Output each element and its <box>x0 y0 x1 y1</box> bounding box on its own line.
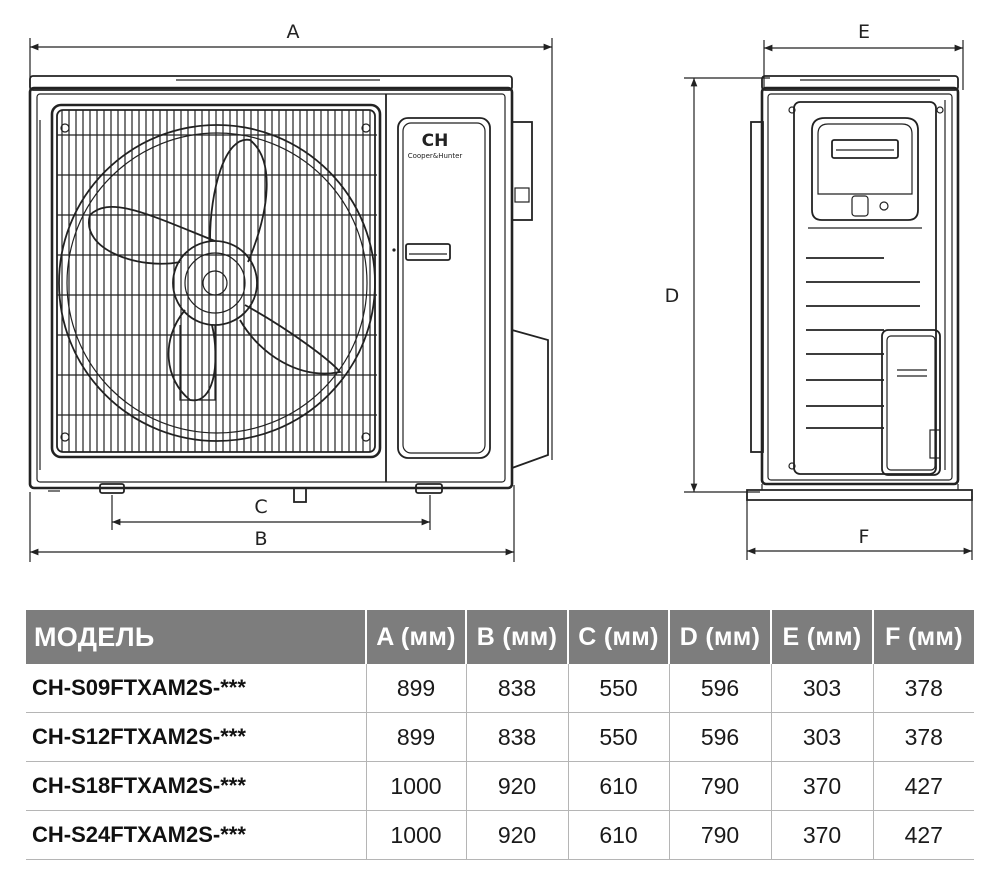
header-d: D (мм) <box>669 610 772 664</box>
cell-d: 790 <box>669 810 772 860</box>
cell-f: 378 <box>873 664 974 713</box>
cell-a: 1000 <box>366 810 467 860</box>
cell-c: 610 <box>568 810 670 860</box>
dimension-a: A <box>29 21 553 460</box>
dimensions-table: МОДЕЛЬ A (мм) B (мм) C (мм) D (мм) E (мм… <box>26 610 974 860</box>
table-row: CH-S18FTXAM2S-*** 1000 920 610 790 370 4… <box>26 761 974 811</box>
table-row: CH-S09FTXAM2S-*** 899 838 550 596 303 37… <box>26 664 974 713</box>
cell-f: 378 <box>873 712 974 762</box>
cell-f: 427 <box>873 761 974 811</box>
cell-f: 427 <box>873 810 974 860</box>
dimension-c: C <box>111 495 431 530</box>
cell-e: 303 <box>771 664 874 713</box>
cell-b: 838 <box>466 664 569 713</box>
side-view <box>746 75 973 501</box>
header-f: F (мм) <box>873 610 974 664</box>
outdoor-unit-dimension-drawing: A C B <box>28 21 973 562</box>
dimension-label-e: E <box>858 21 870 43</box>
dimension-label-d: D <box>665 285 680 307</box>
cell-e: 303 <box>771 712 874 762</box>
cell-e: 370 <box>771 761 874 811</box>
dimension-b: B <box>29 485 515 562</box>
model-cell: CH-S09FTXAM2S-*** <box>26 664 367 713</box>
fan-grille <box>57 110 377 452</box>
logo-initials: CH <box>422 131 449 151</box>
cell-d: 596 <box>669 664 772 713</box>
header-e: E (мм) <box>771 610 874 664</box>
model-cell: CH-S24FTXAM2S-*** <box>26 810 367 860</box>
dimension-label-c: C <box>254 496 267 518</box>
model-cell: CH-S18FTXAM2S-*** <box>26 761 367 811</box>
dimension-f: F <box>746 496 973 560</box>
cooper-hunter-logo: CH Cooper&Hunter <box>408 131 463 160</box>
model-cell: CH-S12FTXAM2S-*** <box>26 712 367 762</box>
front-view: CH Cooper&Hunter <box>28 75 549 503</box>
dimension-label-a: A <box>287 21 300 43</box>
table-row: CH-S12FTXAM2S-*** 899 838 550 596 303 37… <box>26 712 974 762</box>
header-b: B (мм) <box>466 610 569 664</box>
cell-a: 1000 <box>366 761 467 811</box>
cell-a: 899 <box>366 712 467 762</box>
cell-e: 370 <box>771 810 874 860</box>
dimension-label-b: B <box>254 528 267 550</box>
logo-brand: Cooper&Hunter <box>408 152 463 160</box>
table-row: CH-S24FTXAM2S-*** 1000 920 610 790 370 4… <box>26 810 974 860</box>
cell-a: 899 <box>366 664 467 713</box>
front-handle <box>405 243 451 261</box>
cell-b: 920 <box>466 761 569 811</box>
cell-b: 838 <box>466 712 569 762</box>
dimension-e: E <box>763 21 964 90</box>
cell-d: 790 <box>669 761 772 811</box>
cell-b: 920 <box>466 810 569 860</box>
cell-d: 596 <box>669 712 772 762</box>
dimension-label-f: F <box>859 526 870 548</box>
header-model: МОДЕЛЬ <box>26 610 367 664</box>
header-a: A (мм) <box>366 610 467 664</box>
header-c: C (мм) <box>568 610 670 664</box>
table-header-row: МОДЕЛЬ A (мм) B (мм) C (мм) D (мм) E (мм… <box>26 610 974 664</box>
cell-c: 550 <box>568 712 670 762</box>
dimension-d: D <box>665 77 770 493</box>
cell-c: 610 <box>568 761 670 811</box>
cell-c: 550 <box>568 664 670 713</box>
